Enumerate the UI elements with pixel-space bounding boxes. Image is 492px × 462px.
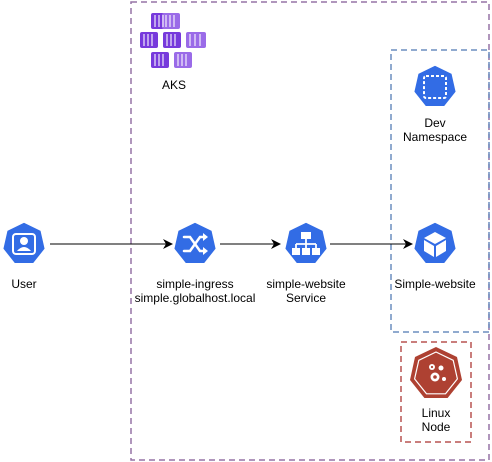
ingress-label: simple-ingress simple.globalhost.local (135, 277, 256, 305)
user-label: User (11, 277, 37, 291)
namespace-line1: Dev (424, 116, 446, 130)
user-contact-icon (1, 221, 47, 265)
service-hierarchy-icon (283, 221, 329, 265)
pod-cube-icon (412, 221, 458, 265)
aks-cubes-icon (140, 13, 206, 68)
aks-cluster-boundary (130, 1, 490, 461)
linux-node-boundary (400, 341, 472, 443)
ingress-host: simple.globalhost.local (134, 291, 256, 305)
namespace-label: Dev Namespace (403, 116, 467, 144)
aks-label: AKS (161, 78, 187, 92)
ingress-name: simple-ingress (156, 277, 234, 291)
linux-node-line2: Node (421, 420, 451, 434)
service-name: simple-website (266, 277, 346, 291)
linux-node-line1: Linux (421, 406, 451, 420)
namespace-icon (412, 64, 458, 108)
node-gears-icon (410, 347, 462, 398)
pod-label: Simple-website (394, 277, 476, 291)
ingress-shuffle-icon (172, 221, 218, 265)
service-label: simple-website Service (266, 277, 345, 305)
linux-node-label: Linux Node (422, 406, 451, 434)
service-type: Service (285, 291, 327, 305)
namespace-line2: Namespace (402, 130, 468, 144)
